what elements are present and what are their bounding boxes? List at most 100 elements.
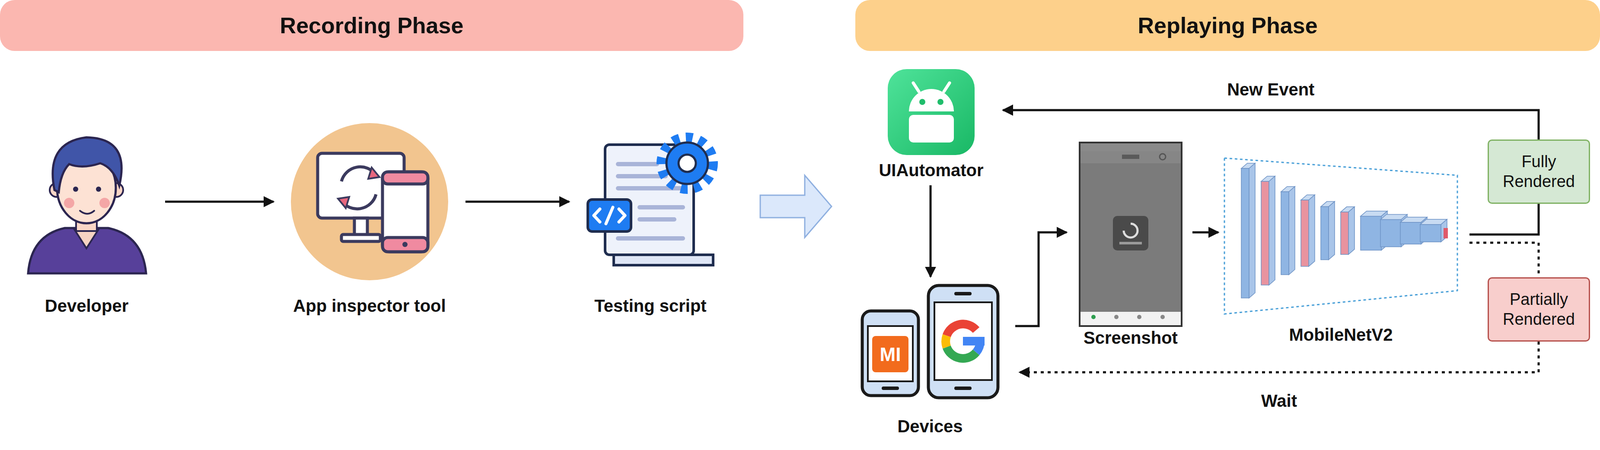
inspector-icon [354, 218, 368, 236]
screenshot-image [1080, 151, 1181, 164]
script-icon [618, 162, 657, 167]
script-icon [618, 236, 683, 241]
screenshot-image [1079, 142, 1182, 327]
android-icon [887, 69, 975, 156]
android-icon [908, 89, 954, 112]
model-node: MobileNetV2 [1224, 158, 1458, 315]
flow-connector [1192, 231, 1219, 234]
inspector-icon [290, 123, 449, 281]
device-phones [928, 285, 998, 399]
cnn-layer [1400, 222, 1422, 245]
device-phones [962, 337, 985, 346]
actor-icon: Developer [25, 137, 148, 274]
cnn-model [1224, 158, 1458, 315]
flow-connector [929, 185, 932, 278]
phase-band: Recording Phase [0, 0, 744, 51]
script-icon [678, 154, 696, 173]
screenshot-image [1137, 315, 1142, 320]
android-icon [908, 114, 954, 143]
inspector-icon [382, 237, 428, 252]
edge-label: Wait [1257, 390, 1301, 412]
cnn-layer [1249, 163, 1256, 299]
screenshot-image [1121, 154, 1140, 160]
device-phones [946, 347, 976, 359]
cnn-layer [1241, 168, 1250, 299]
android-icon [913, 82, 919, 92]
result-box: Fully Rendered [1487, 139, 1591, 204]
script-icon [661, 137, 714, 190]
developer-figure [95, 186, 102, 192]
node-label: UIAutomator [878, 160, 984, 181]
device-phones [862, 285, 998, 399]
cnn-layer [1420, 224, 1441, 243]
script-icon [587, 199, 632, 232]
cnn-layer [1348, 207, 1355, 255]
inspector-icon [337, 197, 350, 209]
edge-label: New Event [1223, 79, 1318, 101]
inspector-icon [341, 234, 381, 242]
screenshot-image [1112, 216, 1149, 251]
developer-figure [99, 197, 110, 209]
device-icon: Devices [862, 285, 998, 399]
screenshot-image [1091, 315, 1096, 320]
device-phones [867, 326, 913, 382]
developer-figure [52, 137, 122, 193]
cnn-layer [1300, 200, 1309, 267]
node-label: MobileNetV2 [1288, 325, 1393, 345]
screenshot-image [1159, 153, 1166, 160]
device-phones [881, 386, 899, 391]
device-phones [945, 324, 985, 359]
node-label: Partially Rendered [1496, 290, 1581, 330]
flow-connector [1003, 110, 1539, 140]
flow-connector [1469, 242, 1539, 278]
script-icon [666, 142, 708, 185]
inspector-icon [382, 172, 428, 252]
inspector-icon [290, 123, 449, 281]
script-icon [593, 207, 625, 224]
screenshot-image [1079, 142, 1182, 327]
device-phones [954, 292, 972, 296]
node-label: Devices [897, 416, 963, 437]
screenshot-node: Screenshot [1079, 142, 1182, 327]
inspector-icon [382, 172, 428, 185]
script-icon [587, 137, 714, 266]
node-label: Developer [44, 296, 129, 316]
screenshot-image [1123, 223, 1138, 238]
android-icon [937, 98, 944, 106]
device-phones [946, 324, 976, 336]
script-icon: Testing script [586, 132, 715, 266]
cnn-layer [1288, 186, 1295, 275]
result-box: Partially Rendered [1487, 277, 1591, 342]
cnn-model [1224, 158, 1458, 315]
script-icon [639, 205, 683, 210]
screenshot-image [1080, 312, 1181, 326]
developer-figure [79, 210, 95, 214]
device-phones [934, 302, 992, 381]
cnn-layer [1360, 216, 1382, 251]
flow-connector [465, 200, 570, 204]
flow-connector [165, 200, 274, 204]
developer-figure [28, 137, 147, 274]
node-label: App inspector tool [293, 296, 446, 316]
cnn-layer [1340, 212, 1349, 255]
cnn-layer [1443, 228, 1448, 239]
device-phones [862, 311, 919, 396]
android-icon [919, 98, 926, 106]
phase-title: Replaying Phase [1137, 12, 1318, 39]
flow-connector [1469, 203, 1539, 235]
script-icon [639, 217, 675, 222]
cnn-layer [1320, 207, 1329, 261]
device-phones [872, 336, 909, 373]
screenshot-image [1114, 315, 1119, 320]
script-icon [613, 254, 714, 266]
developer-figure [63, 197, 75, 209]
cnn-layer [1268, 176, 1275, 286]
framework-icon: UIAutomator [887, 69, 975, 156]
screenshot-image [1080, 143, 1181, 152]
developer-figure [73, 186, 79, 192]
developer-figure [28, 228, 147, 274]
phase-arrow [760, 175, 832, 238]
android-icon [887, 69, 975, 156]
